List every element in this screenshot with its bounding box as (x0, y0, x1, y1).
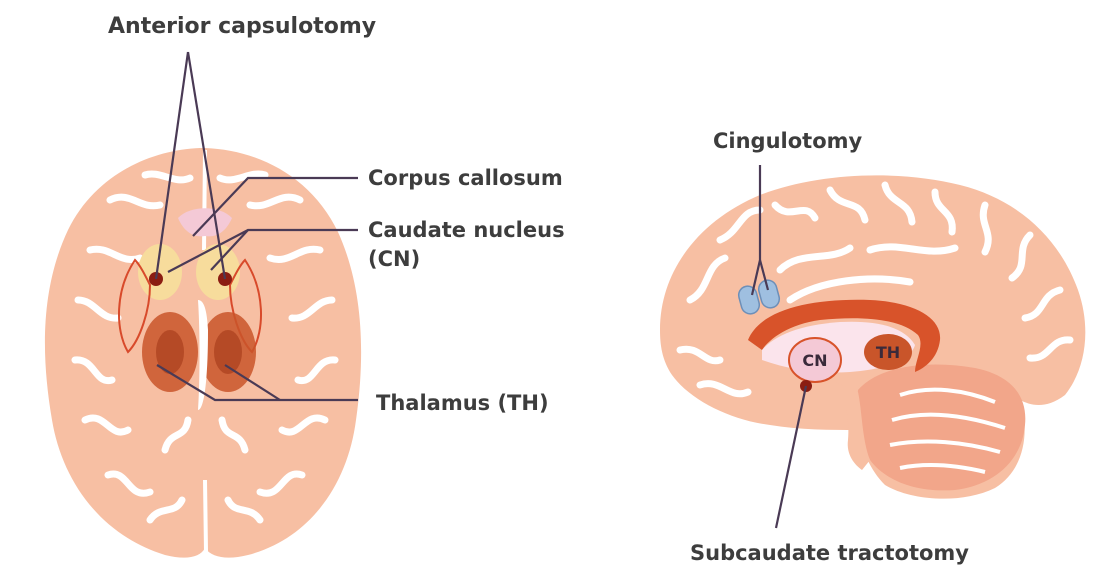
label-anterior-capsulotomy: Anterior capsulotomy (108, 14, 376, 39)
axial-brain-section (45, 148, 361, 558)
label-caudate-abbrev: (CN) (368, 247, 420, 271)
axial-caudate-right (196, 244, 240, 300)
label-subcaudate-tractotomy: Subcaudate tractotomy (690, 541, 969, 565)
label-caudate-nucleus: Caudate nucleus (368, 218, 565, 242)
label-thalamus: Thalamus (TH) (376, 391, 549, 415)
sagittal-brain-section: CN TH (660, 175, 1085, 498)
label-corpus-callosum: Corpus callosum (368, 166, 563, 190)
sagittal-label-th: TH (876, 343, 900, 362)
sagittal-label-cn: CN (802, 351, 827, 370)
label-cingulotomy: Cingulotomy (713, 129, 863, 153)
